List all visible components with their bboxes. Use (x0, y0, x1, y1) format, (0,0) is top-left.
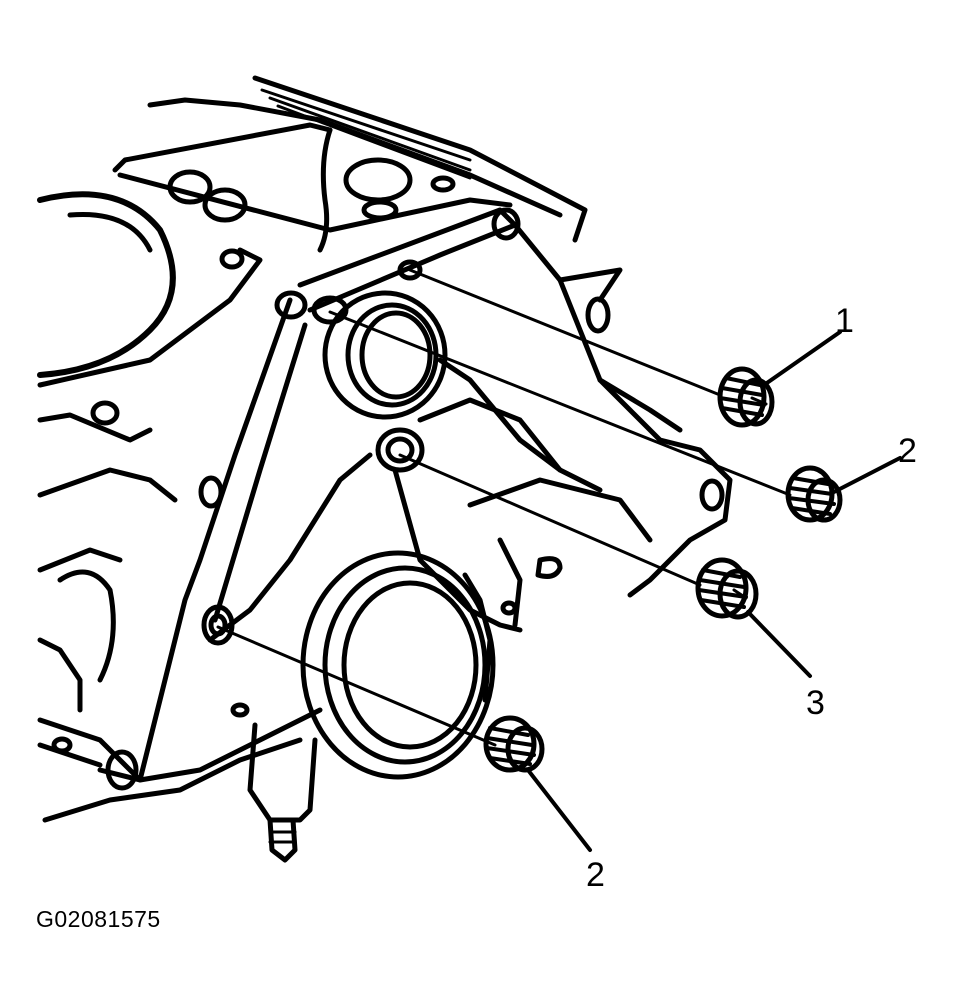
engine-block-rear-face (37, 207, 733, 863)
callout-label-2-lower: 2 (586, 856, 605, 894)
gallery-plug-2-lower (483, 715, 545, 773)
callout-label-2-upper: 2 (898, 432, 917, 470)
plug-leader-lines (216, 268, 792, 747)
callout-label-1: 1 (835, 302, 854, 340)
figure-id: G02081575 (36, 906, 161, 932)
gallery-plug-1 (717, 366, 775, 428)
callout-leaders (526, 330, 902, 852)
callout-label-3: 3 (806, 684, 825, 722)
gallery-plug-2-upper (785, 465, 843, 523)
engine-block-upper-deck (37, 75, 588, 443)
gallery-plug-3 (695, 557, 759, 620)
